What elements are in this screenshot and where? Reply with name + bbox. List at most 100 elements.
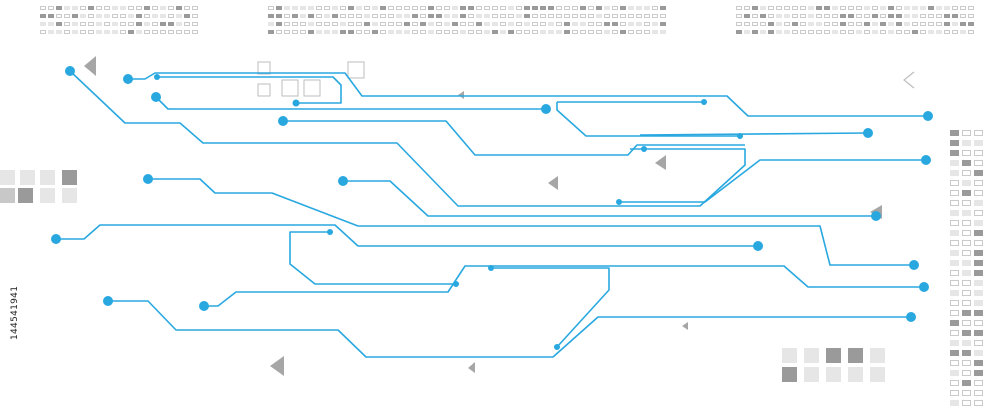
outline-square xyxy=(784,22,790,26)
pixel-square xyxy=(500,30,506,34)
pixel-square xyxy=(936,30,942,34)
pixel-square xyxy=(484,14,490,18)
outline-square xyxy=(160,30,166,34)
pixel-square xyxy=(816,6,822,10)
pixel-square xyxy=(484,22,490,26)
outline-square xyxy=(572,14,578,18)
outline-square xyxy=(588,14,594,18)
pixel-square xyxy=(950,130,959,136)
pixel-square xyxy=(412,14,418,18)
outline-square xyxy=(524,30,530,34)
outline-square xyxy=(276,30,282,34)
outline-square xyxy=(348,14,354,18)
circuit-node xyxy=(123,74,133,84)
pixel-square xyxy=(928,6,934,10)
outline-square xyxy=(800,6,806,10)
outline-square xyxy=(492,6,498,10)
outline-square xyxy=(257,83,271,97)
circuit-trace xyxy=(639,132,869,136)
pixel-square xyxy=(596,14,602,18)
pixel-square xyxy=(636,6,642,10)
outline-square xyxy=(652,6,658,10)
circuit-node xyxy=(863,128,873,138)
pixel-square xyxy=(912,30,918,34)
outline-square xyxy=(848,30,854,34)
circuit-node xyxy=(701,99,707,105)
pixel-square xyxy=(660,6,666,10)
pixel-square xyxy=(64,6,70,10)
pixel-square xyxy=(760,30,766,34)
outline-square xyxy=(284,22,290,26)
circuit-trace xyxy=(108,300,911,358)
outline-square xyxy=(420,30,426,34)
pixel-square xyxy=(40,14,46,18)
outline-square xyxy=(628,30,634,34)
outline-square xyxy=(936,22,942,26)
pixel-square xyxy=(752,6,758,10)
pixel-square xyxy=(516,14,522,18)
circuit-trace xyxy=(619,159,926,203)
pixel-square xyxy=(974,230,983,236)
circuit-trace xyxy=(148,178,914,266)
outline-square xyxy=(950,330,959,336)
circuit-node xyxy=(327,229,333,235)
outline-square xyxy=(144,14,150,18)
outline-square xyxy=(962,170,971,176)
outline-square xyxy=(974,320,983,326)
outline-square xyxy=(281,79,299,97)
pixel-square xyxy=(372,30,378,34)
outline-square xyxy=(364,30,370,34)
pixel-square xyxy=(962,210,971,216)
outline-square xyxy=(356,22,362,26)
pixel-square xyxy=(276,22,282,26)
outline-square xyxy=(152,30,158,34)
pixel-square xyxy=(776,14,782,18)
pixel-square xyxy=(492,22,498,26)
pixel-square xyxy=(484,30,490,34)
pixel-square xyxy=(840,22,846,26)
outline-square xyxy=(974,130,983,136)
pixel-square xyxy=(548,30,554,34)
outline-square xyxy=(452,30,458,34)
outline-square xyxy=(784,6,790,10)
pixel-square xyxy=(604,6,610,10)
pixel-square xyxy=(660,22,666,26)
pixel-square xyxy=(974,280,983,286)
pixel-square xyxy=(950,260,959,266)
outline-square xyxy=(548,14,554,18)
pixel-square xyxy=(950,250,959,256)
pixel-square xyxy=(80,14,86,18)
outline-square xyxy=(968,14,974,18)
outline-square xyxy=(974,390,983,396)
pixel-square xyxy=(974,270,983,276)
pixel-square xyxy=(300,6,306,10)
outline-square xyxy=(744,22,750,26)
pixel-square xyxy=(950,290,959,296)
outline-square xyxy=(792,14,798,18)
outline-square xyxy=(880,14,886,18)
pixel-square xyxy=(524,6,530,10)
pixel-square xyxy=(460,14,466,18)
pixel-square xyxy=(308,14,314,18)
pixel-square xyxy=(912,14,918,18)
pixel-square xyxy=(332,30,338,34)
pixel-square xyxy=(364,14,370,18)
outline-square xyxy=(104,6,110,10)
pixel-square xyxy=(950,400,959,406)
outline-square xyxy=(356,30,362,34)
pixel-square xyxy=(870,367,885,382)
outline-square xyxy=(612,30,618,34)
pixel-square xyxy=(564,30,570,34)
outline-square xyxy=(300,22,306,26)
pixel-square xyxy=(752,30,758,34)
outline-square xyxy=(768,14,774,18)
pixel-square xyxy=(744,30,750,34)
outline-square xyxy=(347,61,365,79)
outline-square xyxy=(184,30,190,34)
outline-square xyxy=(516,22,522,26)
circuit-node xyxy=(453,281,459,287)
pixel-square xyxy=(508,22,514,26)
pixel-square xyxy=(160,14,166,18)
pixel-square xyxy=(848,348,863,363)
outline-square xyxy=(500,6,506,10)
